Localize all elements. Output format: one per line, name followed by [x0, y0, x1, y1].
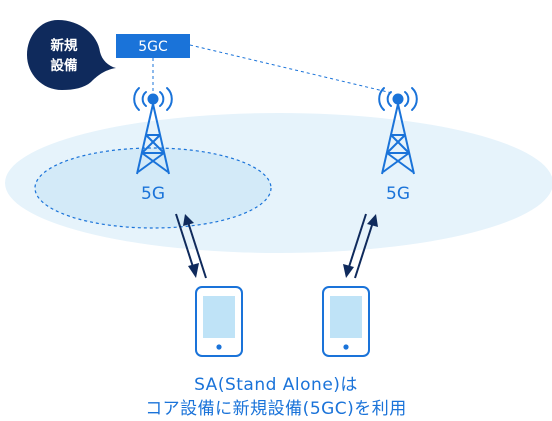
core-5gc-label: 5GC [138, 39, 168, 55]
caption-line-1: SA(Stand Alone)は [194, 375, 358, 395]
link-arrows-2 [343, 213, 378, 279]
badge-text-line-1: 新規 [51, 37, 78, 54]
tower-2-label: 5G [386, 184, 410, 204]
uplink-arrow-icon [183, 214, 207, 279]
smartphone-1-icon [195, 286, 243, 357]
tower-2: 5G [378, 87, 418, 204]
tower-1-label: 5G [141, 184, 165, 204]
antenna-tower-icon [381, 103, 415, 175]
core-5gc-box: 5GC [116, 34, 190, 58]
new-equipment-badge: 新規 設備 [27, 20, 116, 90]
signal-waves-icon [133, 87, 173, 111]
antenna-tower-icon [136, 103, 170, 175]
uplink-arrow-icon [354, 214, 378, 279]
link-arrows-1 [175, 213, 207, 279]
smartphone-2-icon [322, 286, 370, 357]
downlink-arrow-icon [343, 213, 367, 278]
core-to-tower2-link [189, 44, 393, 94]
tower-1: 5G [133, 87, 173, 204]
signal-waves-icon [378, 87, 418, 111]
coverage-area-small [34, 147, 272, 229]
downlink-arrow-icon [175, 213, 199, 278]
caption-line-2: コア設備に新規設備(5GC)を利用 [145, 399, 407, 419]
badge-text-line-2: 設備 [51, 57, 78, 74]
